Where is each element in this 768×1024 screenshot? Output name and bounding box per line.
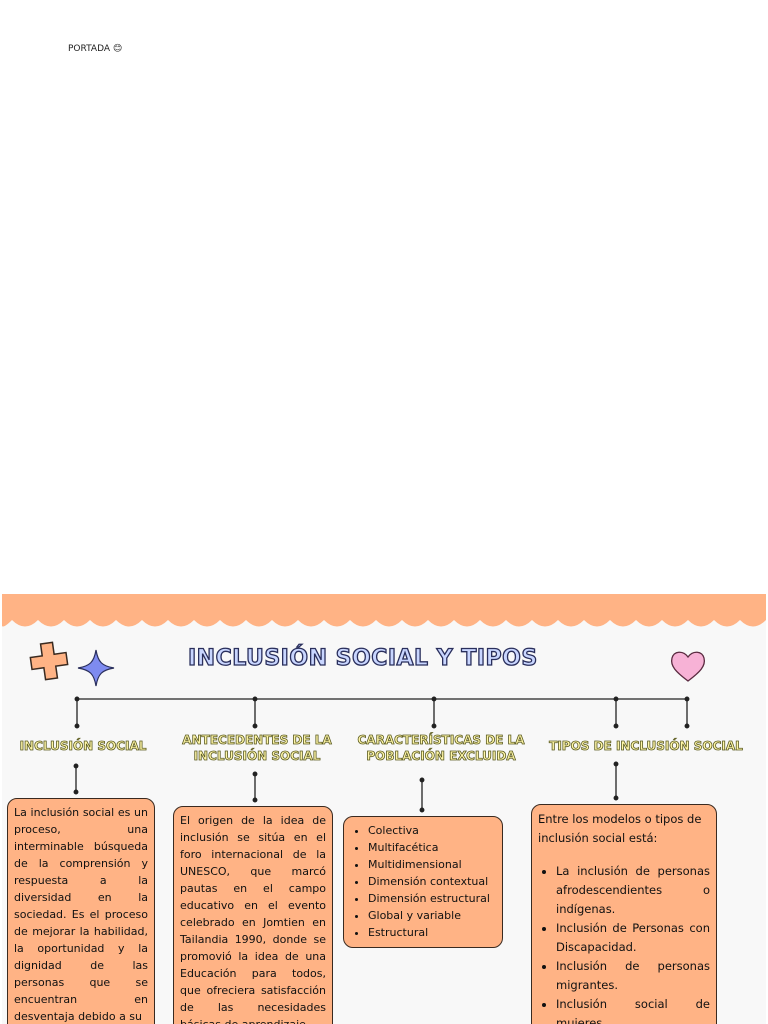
list-item: Dimensión estructural [368,890,496,907]
concept-map: INCLUSIÓN SOCIAL Y TIPOS INCLUSIÓN SOCIA… [2,594,766,1024]
tipos-list: La inclusión de personas afrodescendient… [538,862,710,1024]
map-title: INCLUSIÓN SOCIAL Y TIPOS [187,645,538,671]
box-caracteristicas: Colectiva Multifacética Multidimensional… [343,816,503,948]
box-tipos: Entre los modelos o tipos de inclusión s… [531,804,717,1024]
caracteristicas-list: Colectiva Multifacética Multidimensional… [350,822,496,941]
box-antecedentes-text: El origen de la idea de inclusión se sit… [180,814,326,1024]
plus-icon [29,641,69,681]
list-item: La inclusión de personas afrodescendient… [556,862,710,919]
list-item: Inclusión social de mujeres. [556,995,710,1024]
list-item: Multidimensional [368,856,496,873]
connector-lines [73,696,690,813]
list-item: Multifacética [368,839,496,856]
box-antecedentes: El origen de la idea de inclusión se sit… [173,806,333,1024]
page-label: PORTADA 😊 [68,44,123,54]
list-item: Dimensión contextual [368,873,496,890]
list-item: Inclusión de Personas con Discapacidad. [556,919,710,957]
list-item: Inclusión de personas migrantes. [556,957,710,995]
tipos-intro: Entre los modelos o tipos de inclusión s… [538,812,702,845]
list-item: Estructural [368,924,496,941]
heart-icon [670,651,706,682]
box-inclusion-social: La inclusión social es un proceso, una i… [7,798,155,1024]
scalloped-band [2,594,766,627]
heading-inclusion-social: INCLUSIÓN SOCIAL [19,739,147,754]
list-item: Colectiva [368,822,496,839]
sparkle-star-icon [77,649,115,687]
heading-caracteristicas: CARACTERÍSTICAS DE LA POBLACIÓN EXCLUIDA [357,733,525,764]
list-item: Global y variable [368,907,496,924]
heading-tipos: TIPOS DE INCLUSIÓN SOCIAL [549,739,743,754]
heading-antecedentes: ANTECEDENTES DE LA INCLUSIÓN SOCIAL [182,733,332,764]
box-inclusion-social-text: La inclusión social es un proceso, una i… [14,806,148,1023]
